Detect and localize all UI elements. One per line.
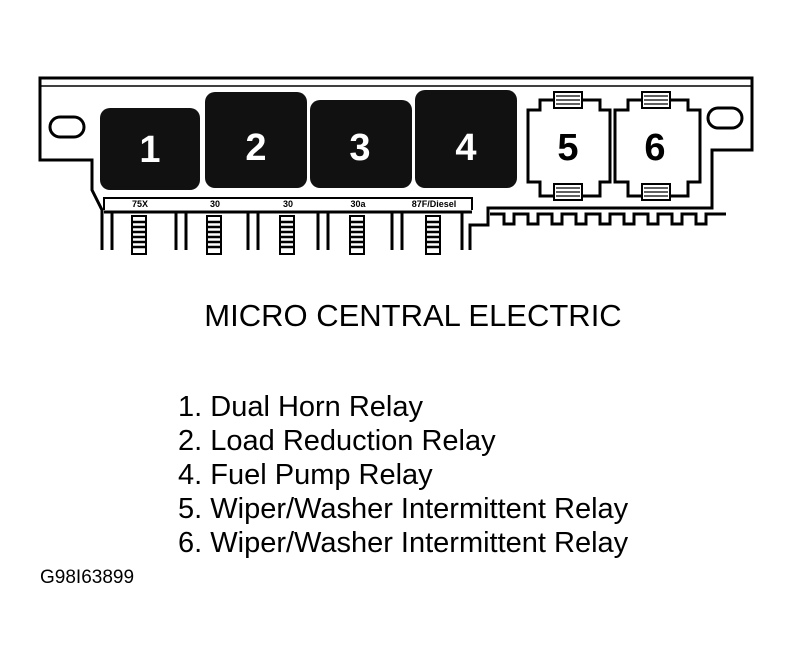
contact-strip <box>490 212 726 226</box>
figure-id: G98I63899 <box>40 567 135 588</box>
relay-2-number: 2 <box>245 127 266 169</box>
relay-clips <box>553 91 671 201</box>
relay-1-body <box>100 108 200 190</box>
legend-number: 6. <box>178 527 203 559</box>
relay-6-number: 6 <box>644 127 665 169</box>
terminal-label-1: 75X <box>132 199 148 209</box>
legend-text: Wiper/Washer Intermittent Relay <box>210 493 629 525</box>
legend-item: 6. Wiper/Washer Intermittent Relay <box>178 526 628 560</box>
relay-1-number: 1 <box>139 129 160 171</box>
legend-text: Fuel Pump Relay <box>210 459 433 491</box>
relay-panel-diagram: 1 2 3 4 5 6 75X 30 30 30a 87F/Diesel <box>38 76 754 255</box>
relay-4-number: 4 <box>455 127 476 169</box>
relay-legend: 1. Dual Horn Relay 2. Load Reduction Rel… <box>178 390 628 560</box>
terminal-housing <box>104 210 472 250</box>
terminal-label-4: 30a <box>350 199 366 209</box>
terminal-label-bar <box>103 197 473 210</box>
mounting-plate <box>38 76 754 250</box>
relay-3-body <box>310 100 412 188</box>
legend-item: 5. Wiper/Washer Intermittent Relay <box>178 492 628 526</box>
relay-5-number: 5 <box>557 127 578 169</box>
left-mounting-slot <box>48 115 86 139</box>
legend-number: 5. <box>178 493 203 525</box>
relay-2-body <box>205 92 307 188</box>
relay-5-body <box>526 98 612 198</box>
legend-item: 1. Dual Horn Relay <box>178 390 628 424</box>
diagram-title: MICRO CENTRAL ELECTRIC <box>204 298 622 333</box>
legend-item: 2. Load Reduction Relay <box>178 424 628 458</box>
legend-number: 1. <box>178 391 203 423</box>
legend-text: Load Reduction Relay <box>210 425 496 457</box>
relay-4-body <box>415 90 517 188</box>
terminal-label-3: 30 <box>283 199 293 209</box>
legend-text: Dual Horn Relay <box>210 391 424 423</box>
legend-number: 4. <box>178 459 203 491</box>
terminal-studs <box>131 215 441 255</box>
relay-6-body <box>613 98 702 198</box>
right-mounting-slot <box>706 106 744 130</box>
legend-number: 2. <box>178 425 203 457</box>
legend-item: 4. Fuel Pump Relay <box>178 458 628 492</box>
relay-3-number: 3 <box>349 127 370 169</box>
terminal-label-5: 87F/Diesel <box>412 199 457 209</box>
legend-text: Wiper/Washer Intermittent Relay <box>210 527 629 559</box>
terminal-label-2: 30 <box>210 199 220 209</box>
